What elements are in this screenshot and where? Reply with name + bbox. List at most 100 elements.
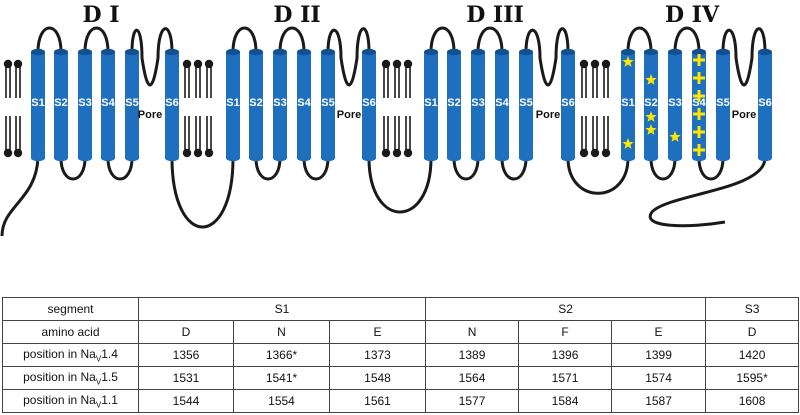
segment-group-s1: S1 (137, 297, 427, 321)
lipid-head (392, 59, 402, 69)
helix-cap (621, 48, 635, 56)
label-suffix: 1.5 (101, 369, 118, 384)
lipid-head (13, 148, 23, 158)
star-icon (669, 131, 681, 142)
lipid-head (381, 148, 391, 158)
amino-acid-cell: F (518, 320, 613, 344)
label-subscript: V (95, 354, 102, 364)
helix-cap (101, 48, 115, 56)
plus-icon (697, 144, 701, 156)
label-subscript: V (95, 400, 102, 410)
segment-label: S6 (758, 97, 771, 109)
helix-cap (31, 48, 45, 56)
position-cell: 1399 (611, 343, 707, 367)
helix-cap (362, 48, 376, 56)
lipid-head (3, 148, 13, 158)
helix-cylinder (165, 52, 179, 158)
lipid-head (590, 59, 600, 69)
helix-cap (165, 48, 179, 56)
helix-cap (54, 48, 68, 56)
star-icon (645, 111, 657, 122)
position-row-label: position in NaV1.4 (2, 343, 139, 367)
lipid-head (403, 59, 413, 69)
helix-cylinder (716, 52, 730, 158)
helix-base (495, 154, 509, 162)
segment-row-label: segment (2, 297, 139, 321)
helix-base (424, 154, 438, 162)
helix-cap (644, 48, 658, 56)
lipid-head (392, 148, 402, 158)
star-icon (622, 138, 634, 149)
position-row-nav14: position in NaV1.4 1356 1366* 1373 1389 … (2, 343, 800, 367)
amino-acid-cell: N (425, 320, 520, 344)
plus-icon (697, 126, 701, 138)
label-prefix: position in Na (23, 346, 96, 361)
helix-base (273, 154, 287, 162)
segment-label: S1 (621, 97, 634, 109)
helix-base (362, 154, 376, 162)
segment-label: S2 (644, 97, 657, 109)
helix-cylinder (273, 52, 287, 158)
position-cell: 1564 (425, 366, 520, 390)
helix-base (471, 154, 485, 162)
position-cell: 1561 (328, 389, 427, 413)
segment-label: S6 (165, 97, 178, 109)
helix-base (226, 154, 240, 162)
helix-base (447, 154, 461, 162)
star-icon (645, 74, 657, 85)
helix-base (668, 154, 682, 162)
position-cell: 1584 (518, 389, 613, 413)
helix-base (78, 154, 92, 162)
lipid-head (204, 148, 214, 158)
amino-acid-row: amino acid D N E N F E D (2, 320, 800, 344)
helix-cap (226, 48, 240, 56)
helix-base (692, 154, 706, 162)
helix-cylinder (226, 52, 240, 158)
helix-base (519, 154, 533, 162)
label-prefix: position in Na (23, 392, 96, 407)
connecting-loops (0, 26, 767, 237)
segment-label: S2 (249, 97, 262, 109)
position-cell: 1554 (233, 389, 330, 413)
helix-cap (447, 48, 461, 56)
position-cell: 1356 (138, 343, 234, 367)
domain-label: D IV (665, 2, 720, 28)
position-cell: 1420 (705, 343, 800, 367)
helix-base (321, 154, 335, 162)
domain-label: D I (82, 2, 119, 28)
amino-acid-cell: E (611, 320, 707, 344)
helix-base (165, 154, 179, 162)
segment-row: segment S1 S2 S3 (2, 297, 800, 321)
helix-base (101, 154, 115, 162)
pore-label: Pore (337, 109, 361, 121)
lipid-head (579, 148, 589, 158)
lipid-head (193, 148, 203, 158)
helix-cap (125, 48, 139, 56)
amino-acid-cell: E (328, 320, 427, 344)
position-cell: 1373 (328, 343, 427, 367)
plus-icon (697, 108, 701, 120)
segment-label: S5 (321, 97, 334, 109)
segment-label: S5 (716, 97, 729, 109)
helix-cylinder (424, 52, 438, 158)
backbone-loop (0, 26, 767, 237)
position-cell: 1577 (425, 389, 520, 413)
lipid-head (182, 148, 192, 158)
helix-cap (78, 48, 92, 56)
helix-cylinder (561, 52, 575, 158)
helix-base (716, 154, 730, 162)
helix-base (758, 154, 772, 162)
lipid-head (3, 59, 13, 69)
segment-group-s3: S3 (705, 297, 800, 321)
lipid-head (13, 59, 23, 69)
helix-cap (471, 48, 485, 56)
position-cell: 1608 (705, 389, 800, 413)
position-cell: 1531 (138, 366, 234, 390)
lipid-head (601, 148, 611, 158)
segment-label: S3 (471, 97, 484, 109)
position-row-label: position in NaV1.1 (2, 389, 139, 413)
segment-label: S3 (668, 97, 681, 109)
pore-label: Pore (536, 109, 560, 121)
helix-cap (692, 48, 706, 56)
